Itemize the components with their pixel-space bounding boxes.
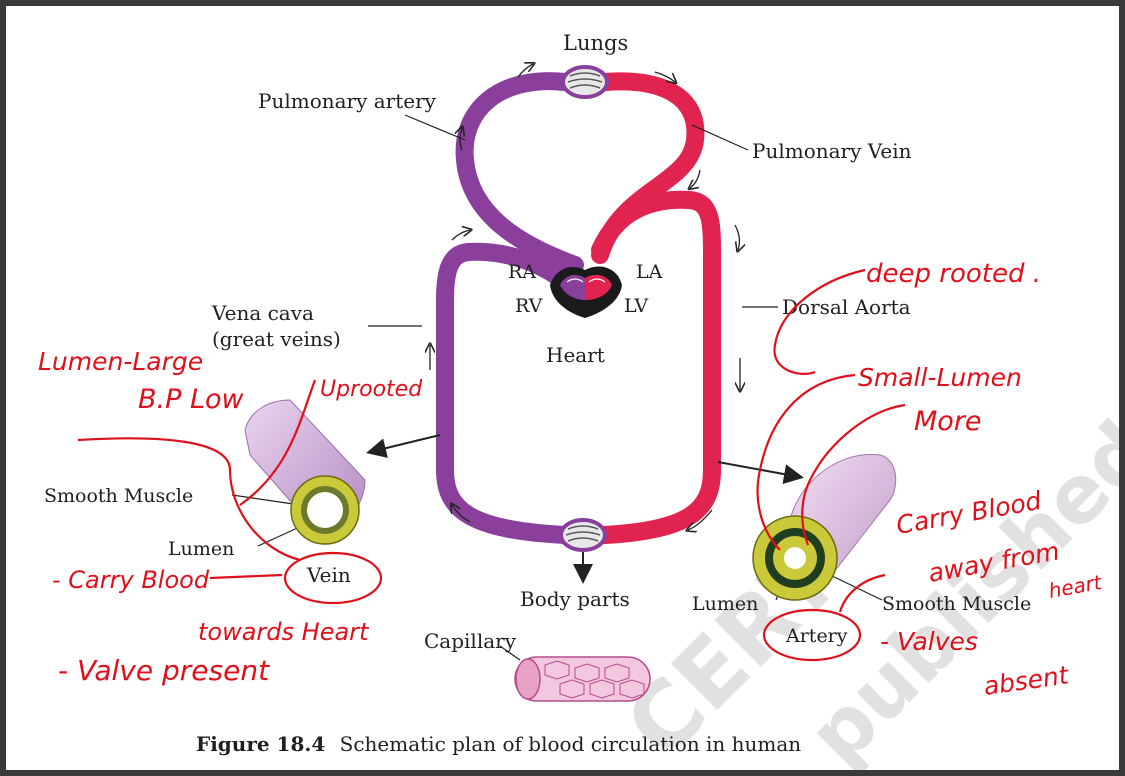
vena-cava-sublabel: (great veins) <box>212 327 341 351</box>
heart-label: Heart <box>546 343 605 367</box>
circulation-diagram: CERT published <box>38 31 1119 770</box>
note-absent: absent <box>982 660 1072 701</box>
deep-rooted-stroke <box>773 268 866 375</box>
body-parts-label: Body parts <box>520 587 630 611</box>
flow-arrows <box>430 64 740 530</box>
smooth-muscle-right-label: Smooth Muscle <box>882 593 1031 615</box>
note-towards-heart: towards Heart <box>198 618 370 646</box>
note-valve-present: - Valve present <box>58 654 270 687</box>
heart <box>550 266 622 318</box>
pulmonary-artery-label: Pulmonary artery <box>258 89 437 113</box>
figure-number: Figure 18.4 <box>196 732 325 756</box>
lumen-large-stroke <box>77 437 301 562</box>
vein-illustration <box>244 399 366 545</box>
lungs-label: Lungs <box>563 31 628 55</box>
lv-label: LV <box>624 295 648 317</box>
note-carry-blood: - Carry Blood <box>52 566 210 594</box>
capillary-label: Capillary <box>424 629 517 653</box>
dorsal-aorta-vessel <box>591 190 721 544</box>
note-deep-rooted: deep rooted . <box>866 259 1041 289</box>
handwritten-annotations <box>77 268 906 662</box>
small-lumen-stroke <box>756 373 856 551</box>
note-bp-low: B.P Low <box>138 384 245 415</box>
la-label: LA <box>636 261 663 283</box>
handwritten-text: Lumen-Large B.P Low Uprooted - Carry Blo… <box>38 259 1104 701</box>
note-valves: - Valves <box>880 627 978 656</box>
smooth-muscle-left-label: Smooth Muscle <box>44 485 193 507</box>
capillary-illustration <box>514 656 651 702</box>
ra-label: RA <box>508 261 536 283</box>
pulmonary-vein-label: Pulmonary Vein <box>752 139 912 163</box>
lumen-right-label: Lumen <box>692 593 758 615</box>
lumen-left-label: Lumen <box>168 538 234 560</box>
pulmonary-artery-vessel <box>455 72 584 274</box>
vena-cava-label: Vena cava <box>211 301 314 325</box>
dorsal-aorta-label: Dorsal Aorta <box>782 295 911 319</box>
artery-circle <box>762 608 862 662</box>
vein-circle <box>283 551 383 605</box>
body-capillary-node <box>559 518 607 552</box>
rv-label: RV <box>515 295 543 317</box>
note-more: More <box>914 406 982 437</box>
uprooted-stroke <box>239 379 317 506</box>
figure-caption: Figure 18.4 Schematic plan of blood circ… <box>196 732 801 756</box>
pointer-arrows <box>366 434 804 584</box>
artery-label: Artery <box>785 625 848 647</box>
vein-label: Vein <box>306 563 351 587</box>
lungs-capillary <box>561 65 609 99</box>
vena-cava-vessel <box>436 242 577 544</box>
note-lumen-large: Lumen-Large <box>38 347 203 376</box>
away-from-stroke <box>838 573 886 613</box>
towards-heart-arrow <box>209 573 283 580</box>
more-stroke <box>801 403 906 546</box>
artery-illustration <box>752 453 897 601</box>
figure-caption-text: Schematic plan of blood circulation in h… <box>340 732 802 756</box>
note-uprooted: Uprooted <box>320 377 423 402</box>
note-small-lumen: Small-Lumen <box>858 363 1022 392</box>
